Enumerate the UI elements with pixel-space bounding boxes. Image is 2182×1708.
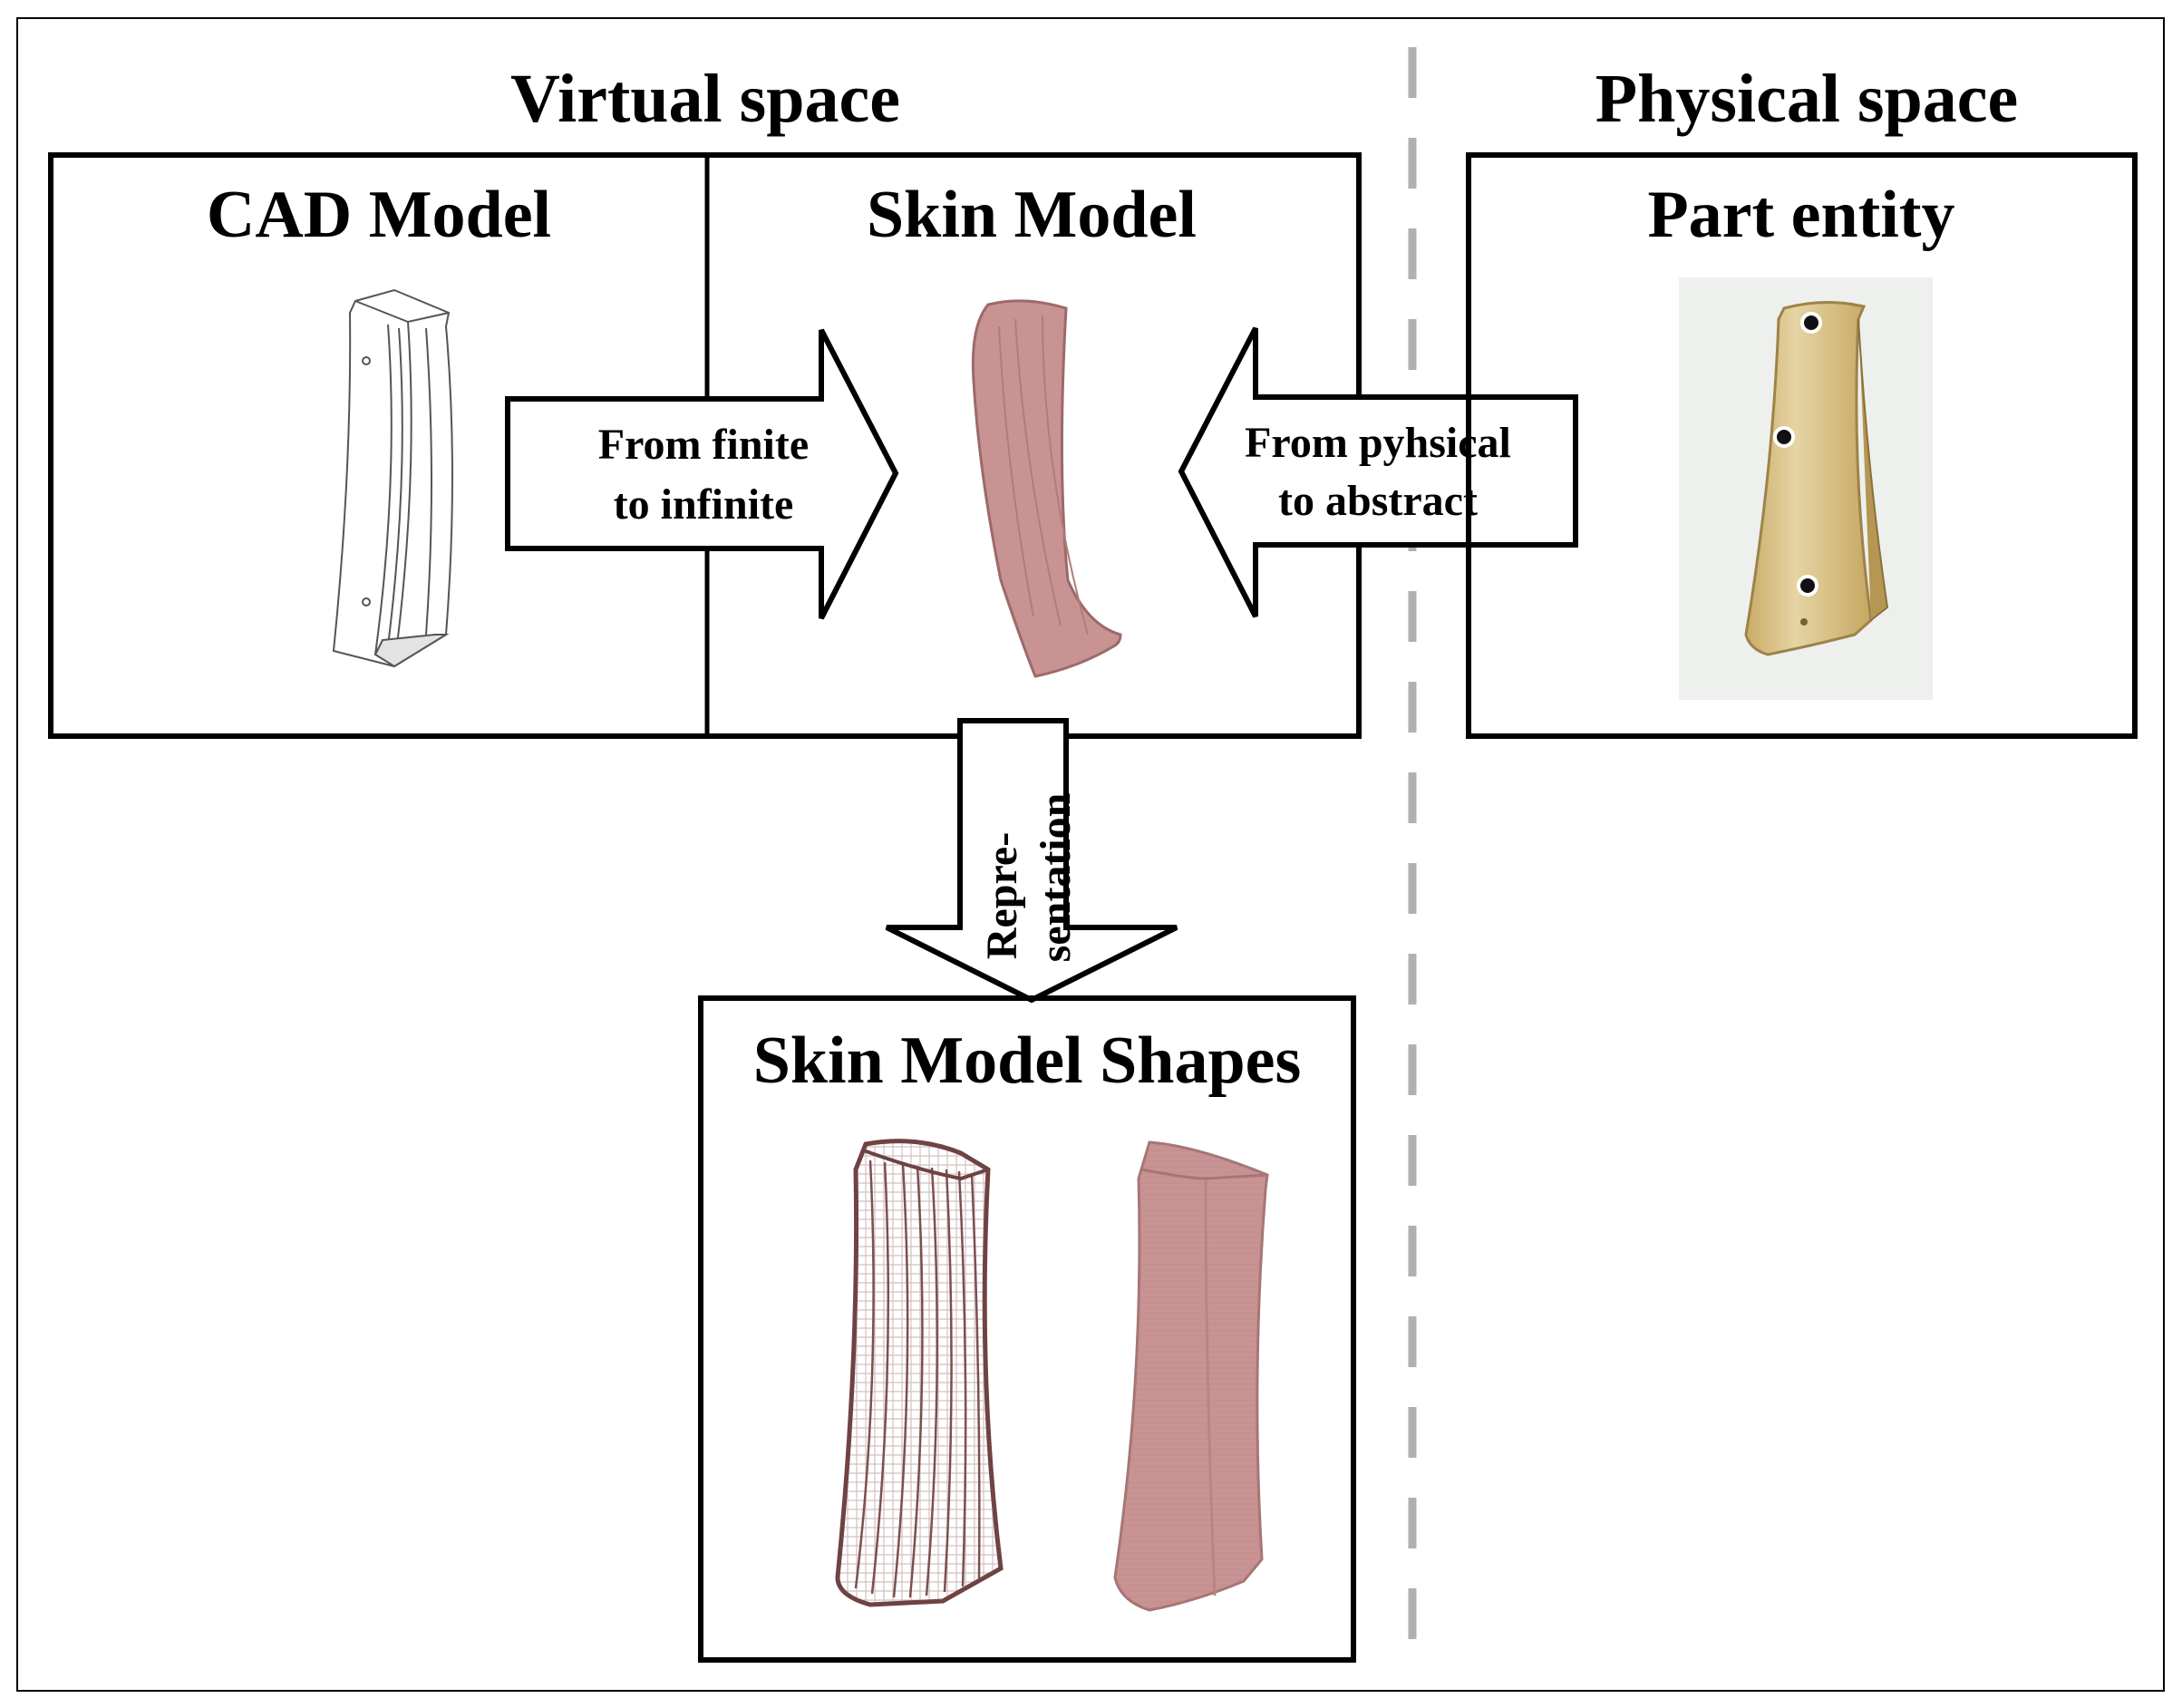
marker-middle	[1773, 426, 1795, 448]
skin-shape-solid	[1113, 1140, 1269, 1612]
representation-arrow	[885, 718, 1178, 1004]
cad-model-drawing	[332, 288, 453, 668]
finite-arrow-label-2: to infinite	[614, 480, 794, 529]
finite-to-infinite-arrow	[505, 328, 899, 620]
skin-model-shape	[971, 299, 1122, 678]
finite-arrow-label-1: From finite	[598, 421, 809, 469]
virtual-space-heading: Virtual space	[510, 61, 900, 137]
cad-model-title: CAD Model	[207, 178, 551, 252]
representation-label-1: Repre-	[978, 832, 1026, 959]
physical-space-heading: Physical space	[1595, 61, 2019, 137]
part-entity-photo	[1679, 277, 1933, 700]
skin-model-title: Skin Model	[867, 178, 1197, 252]
physical-to-abstract-arrow	[1178, 326, 1578, 618]
marker-bottom	[1797, 575, 1818, 597]
outer-frame	[16, 17, 2165, 1692]
skin-shape-wireframe	[835, 1139, 1004, 1607]
skin-model-shapes-title: Skin Model Shapes	[753, 1024, 1302, 1098]
skin-model-shapes-box	[698, 995, 1356, 1663]
part-entity-title: Part entity	[1647, 178, 1954, 252]
marker-top	[1800, 312, 1822, 334]
representation-label-2: sentation	[1032, 793, 1080, 963]
physical-space-box	[1466, 152, 2138, 739]
physical-arrow-label-2: to abstract	[1278, 477, 1478, 525]
